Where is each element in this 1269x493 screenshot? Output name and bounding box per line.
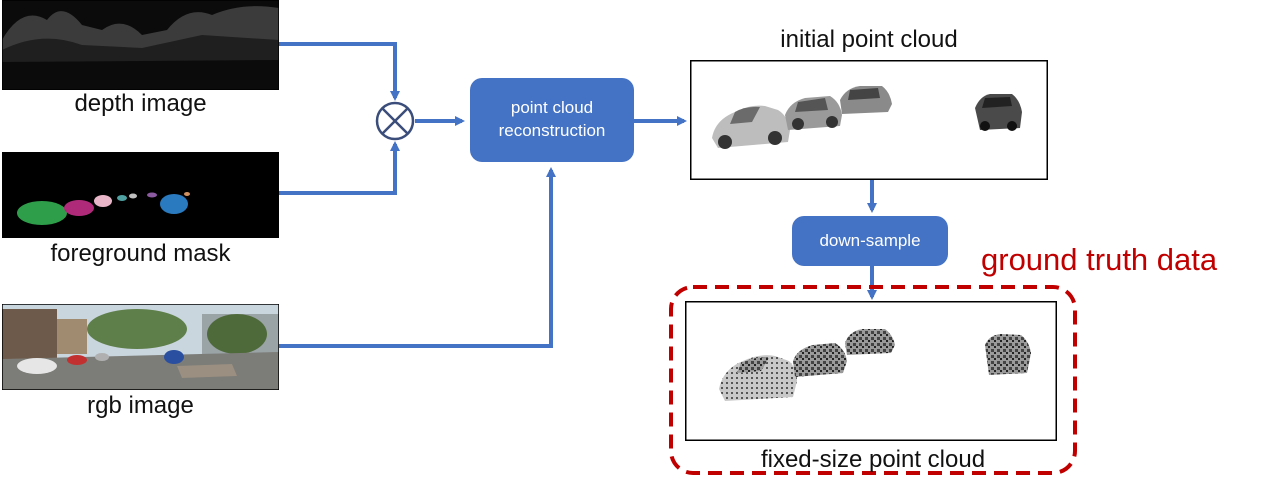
depth-image-panel [1,0,280,91]
point-cloud-reconstruction-box: point cloud reconstruction [470,78,634,162]
rgb-image-caption: rgb image [87,392,194,419]
fixed-size-point-cloud-caption: fixed-size point cloud [760,446,986,473]
down-sample-label: down-sample [819,230,921,250]
mask-panel [1,151,280,239]
ground-truth-frame [669,285,1077,475]
rgb-to-reconstruction-arrow [279,167,556,348]
fixed-size-point-cloud-panel [685,301,1057,441]
foreground-mask-thumbnail [1,151,280,239]
foreground-mask-caption: foreground mask [50,240,231,267]
depth-to-multiply-arrow [279,42,400,101]
depth-image-thumbnail [1,0,280,91]
initial-point-cloud-panel [690,60,1048,180]
rgb-panel [1,303,280,391]
down-sample-box: down-sample [792,216,948,266]
ground-truth-label: ground truth data [981,242,1218,277]
mask-to-multiply-arrow [279,141,400,195]
initial-point-cloud-caption: initial point cloud [780,26,958,53]
initial-point-cloud-image [690,60,1048,180]
depth-image-caption: depth image [74,90,207,117]
rgb-image-thumbnail [1,303,280,391]
fixed-size-point-cloud-image [685,301,1057,441]
multiply-operator-icon [375,101,415,141]
point-cloud-reconstruction-label: point cloud reconstruction [498,98,606,140]
